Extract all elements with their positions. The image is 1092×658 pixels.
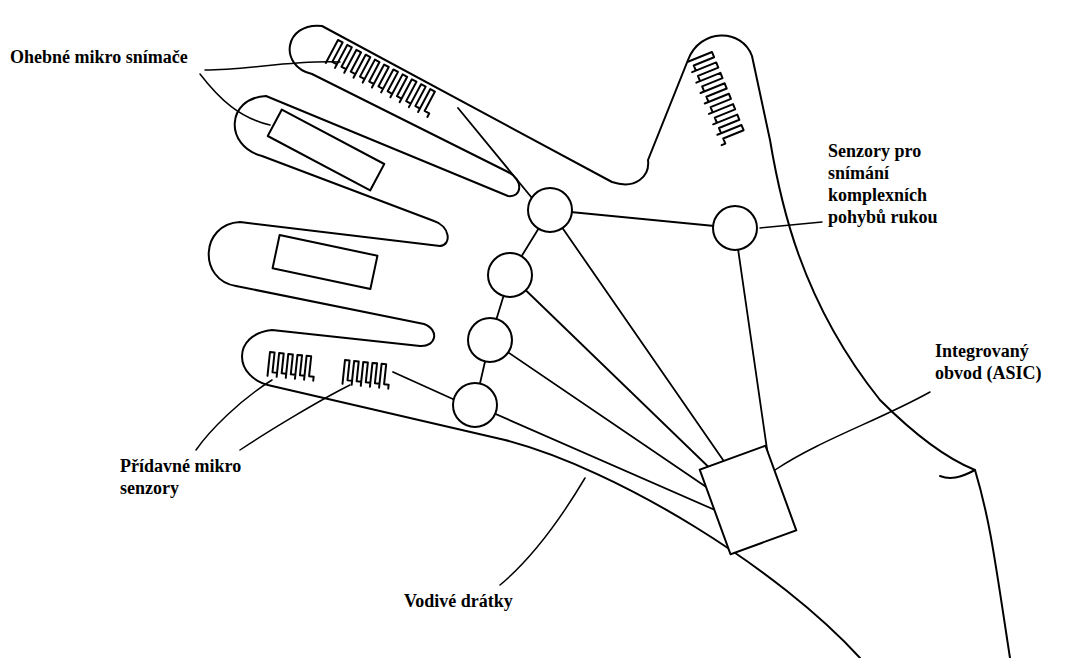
- flex-sensor: [326, 40, 440, 117]
- asic-chip: [700, 446, 797, 555]
- meander-trace: [688, 52, 746, 145]
- leader-lines: [196, 62, 930, 585]
- flex-sensor: [273, 235, 378, 289]
- conductive-wires: [393, 108, 770, 510]
- cuff-seam: [940, 470, 975, 478]
- motion-sensors: [453, 188, 757, 427]
- glove-outline: [209, 26, 1010, 658]
- flex-sensor: [688, 52, 746, 145]
- callout-label: Senzory pro snímání komplexních pohybů r…: [828, 140, 963, 228]
- meander-trace: [267, 352, 315, 381]
- callout-label: Přídavné mikro senzory: [120, 455, 270, 499]
- callout-label: Ohebné mikro snímače: [10, 46, 270, 68]
- flex-sensor: [268, 110, 385, 191]
- micro-sensor: [267, 352, 315, 381]
- callout-label: Integrovaný obvod (ASIC): [935, 340, 1075, 384]
- callout-label: Vodivé drátky: [404, 590, 604, 612]
- meander-trace: [326, 40, 440, 117]
